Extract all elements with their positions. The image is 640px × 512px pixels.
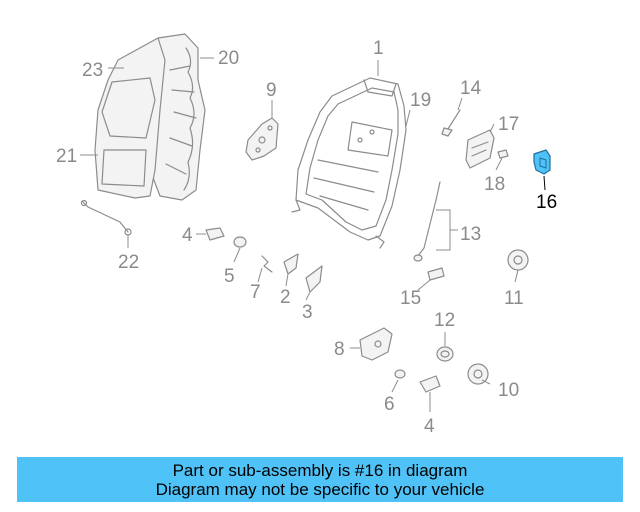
gear-part-11-drawing (507, 249, 529, 271)
ring-part-12-drawing (436, 332, 454, 362)
leader-lines (80, 57, 519, 393)
bracket-part-9-drawing (245, 117, 279, 161)
banner-line-1: Part or sub-assembly is #16 in diagram (172, 460, 468, 480)
parts-diagram: 23 20 21 22 1 9 19 14 17 18 16 13 11 15 … (56, 33, 557, 437)
callout-8: 8 (334, 339, 345, 360)
callout-3: 3 (302, 302, 313, 323)
seatback-cover-drawing (94, 33, 206, 201)
callout-2: 2 (280, 287, 291, 308)
info-banner: Part or sub-assembly is #16 in diagram D… (17, 457, 623, 502)
knob-part-4-upper-drawing (196, 227, 225, 241)
callout-23: 23 (82, 60, 103, 81)
callout-16-highlighted[interactable]: 16 (536, 192, 557, 213)
bushing-part-5-drawing (233, 236, 247, 248)
spring-part-7-drawing (261, 255, 273, 273)
banner-line-2: Diagram may not be specific to your vehi… (155, 479, 485, 499)
cable-part-13-drawing (413, 181, 458, 262)
callout-15: 15 (400, 288, 421, 309)
highlighted-part-16-drawing[interactable] (533, 149, 551, 191)
seat-frame-rod-drawing (80, 199, 132, 236)
callout-21: 21 (56, 146, 77, 167)
callout-22: 22 (118, 252, 139, 273)
callout-14: 14 (460, 78, 482, 99)
lever-part-15-drawing (427, 267, 445, 281)
callout-13: 13 (460, 224, 481, 245)
callout-4-lower: 4 (424, 416, 435, 437)
plate-part-2-drawing (283, 253, 299, 275)
knob-part-4-lower-drawing (419, 375, 441, 412)
callout-19: 19 (410, 90, 431, 111)
callout-4-upper: 4 (182, 225, 193, 246)
callout-7: 7 (250, 282, 261, 303)
gear-part-10-drawing (467, 363, 489, 385)
callout-11: 11 (504, 288, 524, 309)
hinge-plate-part-8-drawing (350, 327, 393, 361)
seatback-frame-drawing (291, 77, 407, 249)
callout-5: 5 (224, 266, 235, 287)
nut-part-6-drawing (394, 369, 406, 379)
trim-part-17-drawing (465, 129, 495, 169)
callout-18: 18 (484, 174, 505, 195)
clip-part-18-drawing (497, 149, 509, 159)
callout-6: 6 (384, 394, 395, 415)
callout-20: 20 (218, 48, 239, 69)
bracket-part-3-drawing (305, 265, 323, 293)
callout-10: 10 (498, 380, 519, 401)
callout-12: 12 (434, 310, 455, 331)
callout-9: 9 (266, 80, 277, 101)
callout-17: 17 (498, 114, 519, 135)
pin-part-14-drawing (441, 109, 461, 137)
callout-1: 1 (373, 38, 384, 59)
